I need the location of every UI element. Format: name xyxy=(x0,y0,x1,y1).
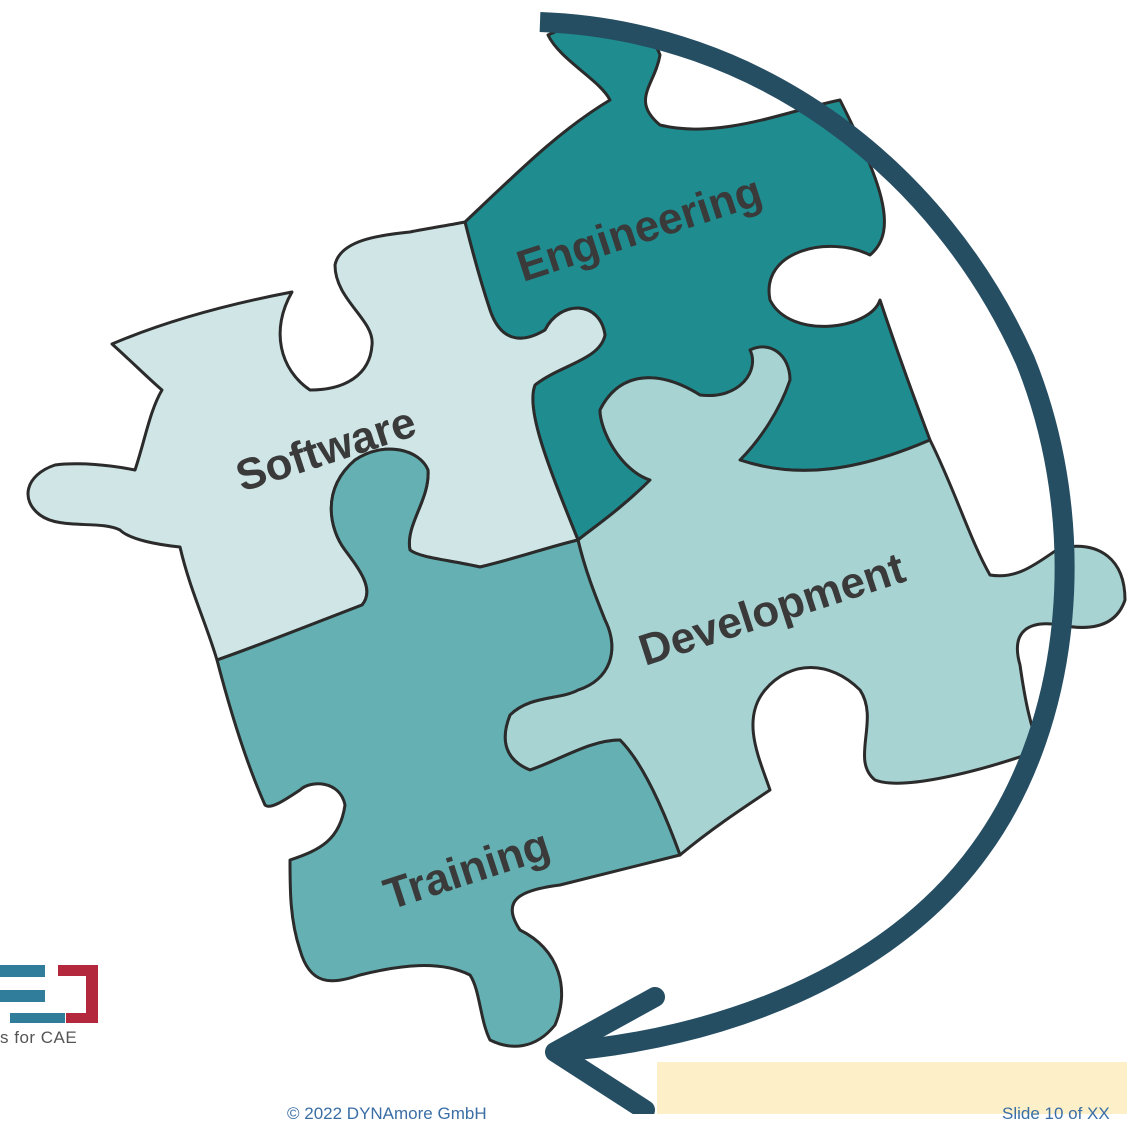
puzzle-piece-training xyxy=(215,447,682,1048)
circular-arrow-icon xyxy=(539,12,1075,1114)
footer-slide-number: Slide 10 of XX xyxy=(1002,1104,1110,1123)
footer-highlight-box xyxy=(657,1062,1127,1114)
logo-tagline: s for CAE xyxy=(0,1028,78,1047)
company-logo xyxy=(0,965,98,1023)
footer-copyright: © 2022 DYNAmore GmbH xyxy=(287,1104,487,1123)
